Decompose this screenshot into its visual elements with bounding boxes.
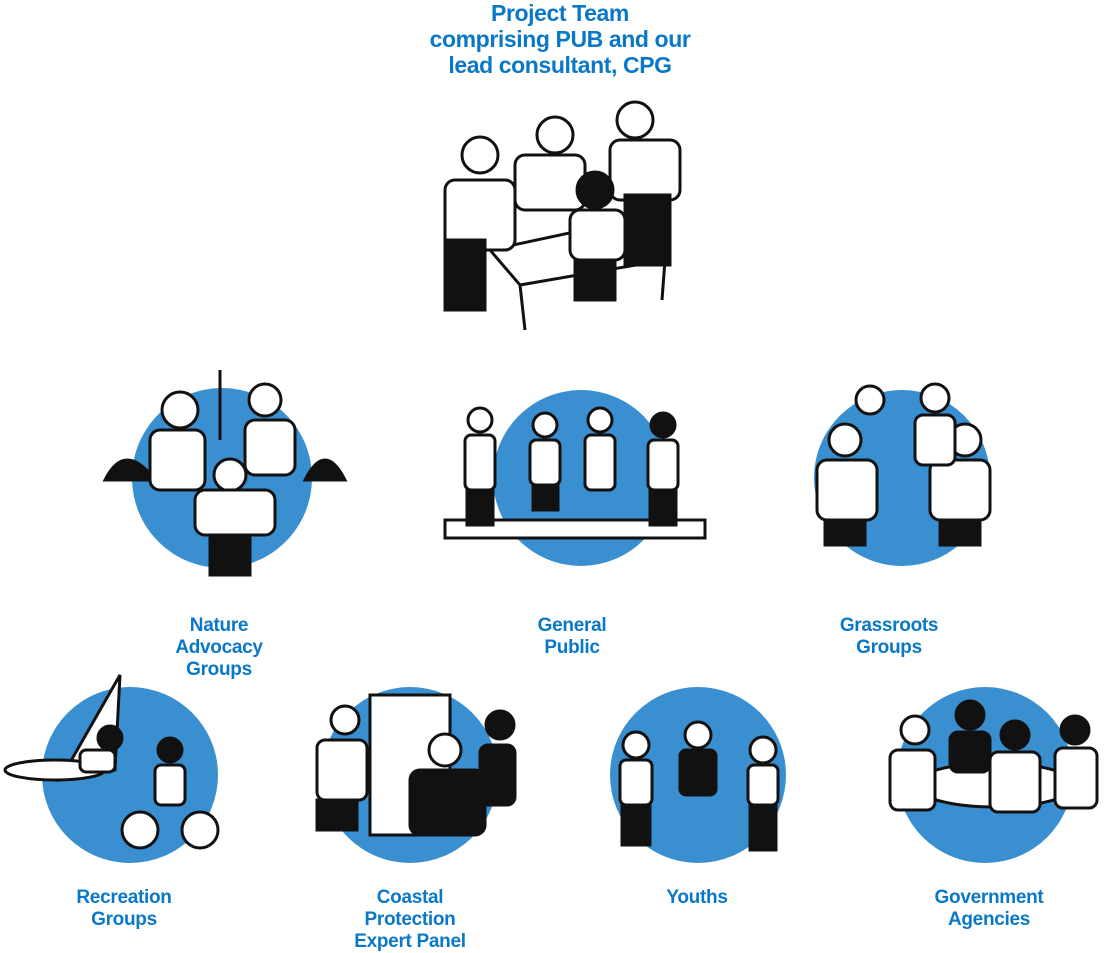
stakeholder-label-nature-advocacy-groups: Nature Advocacy Groups: [139, 615, 299, 681]
project-team-title: Project Team comprising PUB and our lead…: [380, 0, 740, 78]
stakeholder-label-coastal-protection-expert-panel: Coastal Protection Expert Panel: [330, 887, 490, 953]
label-line: Advocacy: [175, 637, 263, 658]
jumping-youths-illustration-icon: [598, 687, 803, 865]
label-line: Youths: [666, 887, 728, 908]
walking-public-illustration-icon: [443, 390, 710, 570]
label-line: Coastal: [376, 887, 444, 908]
windsurf-cycling-illustration-icon: [0, 670, 225, 863]
label-line: Public: [544, 637, 600, 658]
label-line: Agencies: [947, 909, 1031, 930]
label-line: Groups: [856, 637, 922, 658]
stakeholder-label-government-agencies: Government Agencies: [909, 887, 1069, 931]
stakeholder-label-general-public: General Public: [492, 615, 652, 659]
team-meeting-illustration-icon: [430, 100, 690, 345]
expert-whiteboard-illustration-icon: [315, 687, 525, 865]
title-line: comprising PUB and our: [429, 26, 691, 52]
label-line: Nature: [189, 615, 249, 636]
stakeholder-label-grassroots-groups: Grassroots Groups: [809, 615, 969, 659]
title-line: lead consultant, CPG: [448, 52, 672, 78]
label-line: Government: [934, 887, 1044, 908]
label-line: Protection: [364, 909, 456, 930]
label-line: Grassroots: [839, 615, 939, 636]
title-line: Project Team: [491, 0, 629, 26]
grassroots-group-illustration-icon: [805, 380, 995, 566]
label-line: Groups: [186, 659, 252, 680]
stakeholder-label-recreation-groups: Recreation Groups: [44, 887, 204, 931]
nature-group-illustration-icon: [100, 370, 350, 590]
label-line: General: [537, 615, 607, 636]
meeting-table-illustration-icon: [885, 687, 1109, 863]
label-line: Recreation: [76, 887, 172, 908]
label-line: Expert Panel: [354, 931, 466, 952]
stakeholder-label-youths: Youths: [617, 887, 777, 909]
label-line: Groups: [91, 909, 157, 930]
